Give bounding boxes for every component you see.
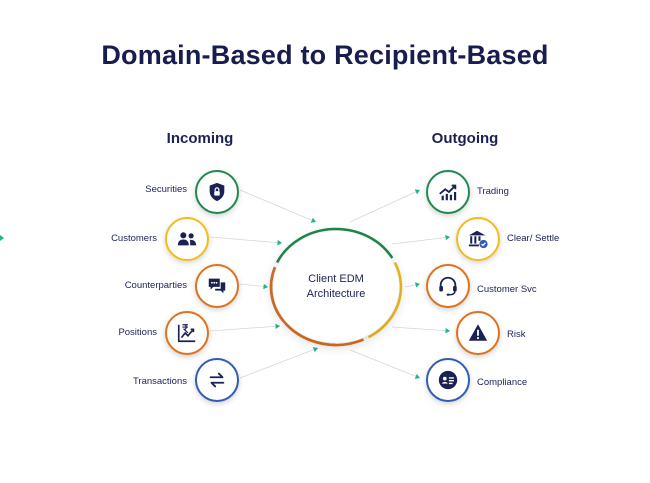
arrowhead-icon <box>415 282 420 288</box>
rupee-trend-icon <box>177 324 196 343</box>
warning-icon <box>468 324 488 341</box>
connector-line <box>349 349 421 379</box>
counterparties-node[interactable] <box>195 264 239 308</box>
arrowhead-icon <box>445 327 450 334</box>
page-title: Domain-Based to Recipient-Based <box>101 40 549 70</box>
hub-title-line2: Architecture <box>306 288 366 300</box>
compliance-node[interactable] <box>426 358 470 402</box>
hub-ring-arc <box>275 227 394 264</box>
connector-line <box>209 325 281 332</box>
arrowhead-icon <box>445 234 450 241</box>
headset-icon <box>439 276 457 296</box>
arrowhead-icon <box>275 323 280 330</box>
outgoing-heading: Outgoing <box>431 130 499 147</box>
connector-line <box>239 283 269 288</box>
connector-line <box>239 347 319 379</box>
connector-line <box>239 189 317 223</box>
positions-label: Positions <box>118 327 157 338</box>
risk-node[interactable] <box>456 311 500 355</box>
arrowhead-icon <box>310 217 316 223</box>
connector-line <box>209 236 283 244</box>
arrowhead-icon <box>312 347 318 353</box>
shield-lock-icon <box>209 182 225 202</box>
hub-ring-arc <box>269 266 337 347</box>
chat-icon <box>208 278 226 294</box>
trading-label: Trading <box>477 186 509 197</box>
trend-chart-icon <box>439 184 457 201</box>
securities-node[interactable] <box>195 170 239 214</box>
counterparties-label: Counterparties <box>124 280 187 291</box>
arrowhead-icon <box>414 189 420 195</box>
edge-arrow-icon <box>0 235 4 241</box>
client-edm-hub[interactable]: Client EDM Architecture <box>273 231 399 343</box>
clear-settle-label: Clear/ Settle <box>507 233 560 244</box>
id-card-icon <box>438 370 458 390</box>
connector-line <box>391 326 451 332</box>
customer-svc-label: Customer Svc <box>477 284 537 295</box>
customers-label: Customers <box>111 233 157 244</box>
swap-arrows-icon <box>209 372 225 388</box>
clear-settle-node[interactable] <box>456 217 500 261</box>
arrowhead-icon <box>263 283 268 290</box>
arrowhead-icon <box>414 373 420 379</box>
connector-line <box>349 189 421 223</box>
risk-label: Risk <box>507 329 526 340</box>
customers-node[interactable] <box>165 217 209 261</box>
transactions-node[interactable] <box>195 358 239 402</box>
positions-node[interactable] <box>165 311 209 355</box>
incoming-heading: Incoming <box>166 130 234 147</box>
hub-ring <box>269 227 403 347</box>
customer-svc-node[interactable] <box>426 264 470 308</box>
hub-title-line1: Client EDM <box>308 273 364 285</box>
hub-ring-arc <box>367 261 403 339</box>
compliance-label: Compliance <box>477 377 528 388</box>
transactions-label: Transactions <box>132 376 187 387</box>
connector-line <box>391 236 451 245</box>
bank-check-icon <box>468 230 488 249</box>
securities-label: Securities <box>145 184 187 195</box>
users-icon <box>177 232 197 246</box>
trading-node[interactable] <box>426 170 470 214</box>
arrowhead-icon <box>277 239 282 246</box>
